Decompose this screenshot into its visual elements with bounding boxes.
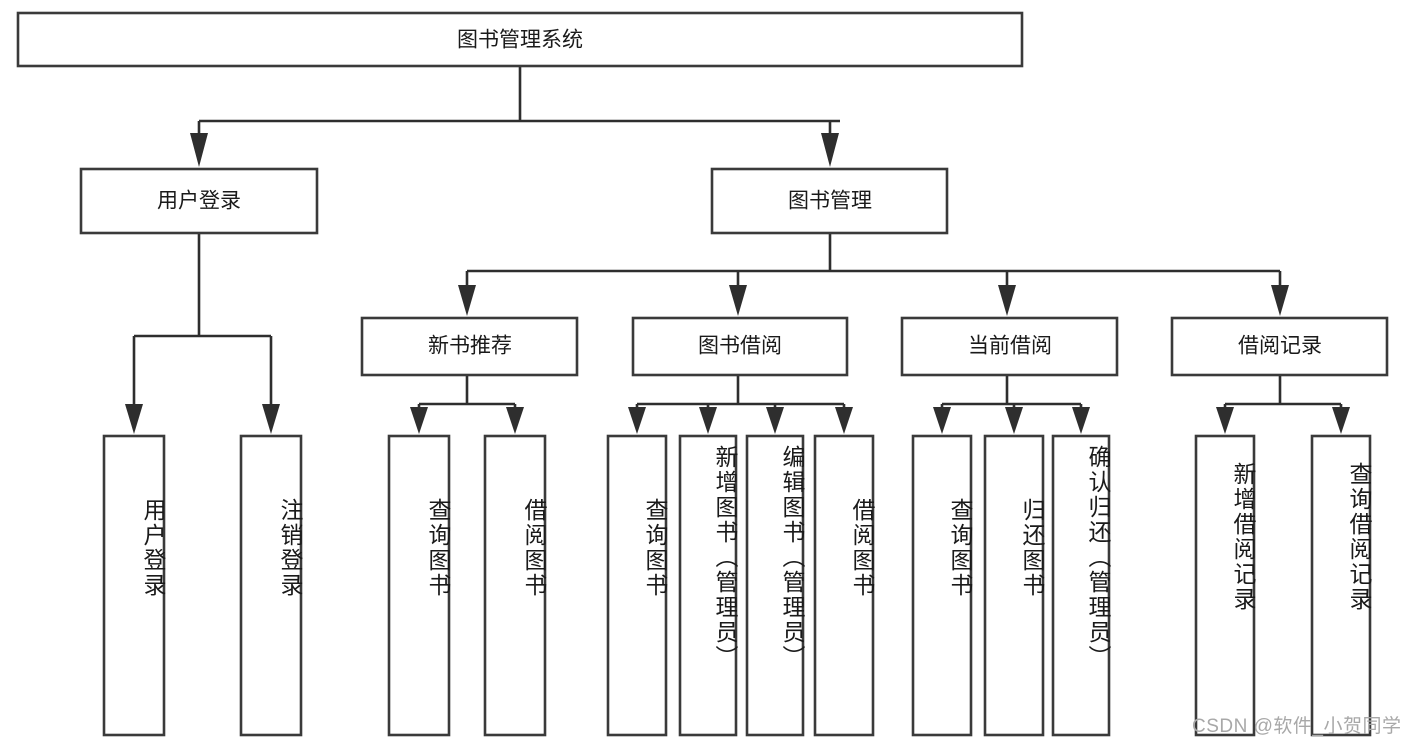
node-root[interactable]: 图书管理系统: [16, 11, 1024, 68]
leaf-add-book-admin-box[interactable]: [678, 434, 738, 737]
leaf-edit-book-admin-box[interactable]: [745, 434, 805, 737]
leaf-query-borrow-record-box[interactable]: [1310, 434, 1372, 737]
nodes-layer: 图书管理系统 用户登录 图书管理 新书推荐 图书借阅 当前: [16, 11, 1389, 737]
node-borrow-record-label: 借阅记录: [1238, 335, 1322, 358]
node-book-borrow[interactable]: 图书借阅: [631, 316, 849, 377]
arrow-head-book-borrow: [729, 285, 747, 316]
arrow-head-rec-borrow-book: [506, 407, 524, 434]
arrow-head-user-login: [190, 133, 208, 167]
arrow-head-query-borrow-record: [1332, 407, 1350, 434]
node-book-borrow-label: 图书借阅: [698, 335, 782, 358]
node-book-manage-label: 图书管理: [788, 190, 872, 213]
arrow-head-borrow-book: [835, 407, 853, 434]
leaf-user-login-box[interactable]: [102, 434, 166, 737]
arrow-head-borrow-query-book: [628, 407, 646, 434]
arrow-head-rec-query-book: [410, 407, 428, 434]
leaf-user-logout-box[interactable]: [239, 434, 303, 737]
node-user-login[interactable]: 用户登录: [79, 167, 319, 235]
leaf-add-borrow-record-box[interactable]: [1194, 434, 1256, 737]
arrow-head-new-book-recommend: [458, 285, 476, 316]
node-current-borrow[interactable]: 当前借阅: [900, 316, 1119, 377]
arrow-head-edit-book-admin: [766, 407, 784, 434]
connectors-layer: [125, 66, 1350, 434]
arrow-head-cur-query-book: [933, 407, 951, 434]
arrow-head-book-manage: [821, 133, 839, 167]
node-current-borrow-box[interactable]: [900, 316, 1119, 377]
node-root-box[interactable]: [16, 11, 1024, 68]
arrow-head-borrow-record: [1271, 285, 1289, 316]
node-new-book-recommend-box[interactable]: [360, 316, 579, 377]
node-book-borrow-box[interactable]: [631, 316, 849, 377]
node-book-manage[interactable]: 图书管理: [710, 167, 949, 235]
leaf-confirm-return-admin-box[interactable]: [1051, 434, 1111, 737]
node-borrow-record-box[interactable]: [1170, 316, 1389, 377]
arrow-head-return-book: [1005, 407, 1023, 434]
leaf-cur-query-book-box[interactable]: [911, 434, 973, 737]
leaf-return-book-box[interactable]: [983, 434, 1045, 737]
node-user-login-label: 用户登录: [157, 190, 241, 213]
node-new-book-recommend-label: 新书推荐: [428, 335, 512, 358]
csdn-watermark: CSDN @软件_小贺同学: [1192, 716, 1402, 737]
arrow-head-leaf-user-logout: [262, 404, 280, 434]
arrow-head-current-borrow: [998, 285, 1016, 316]
node-current-borrow-label: 当前借阅: [968, 335, 1052, 358]
arrow-head-confirm-return-admin: [1072, 407, 1090, 434]
node-new-book-recommend[interactable]: 新书推荐: [360, 316, 579, 377]
arrow-head-add-borrow-record: [1216, 407, 1234, 434]
leaf-rec-query-book-box[interactable]: [387, 434, 451, 737]
node-borrow-record[interactable]: 借阅记录: [1170, 316, 1389, 377]
arrow-head-leaf-user-login: [125, 404, 143, 434]
leaf-borrow-book-box[interactable]: [813, 434, 875, 737]
node-book-manage-box[interactable]: [710, 167, 949, 235]
node-user-login-box[interactable]: [79, 167, 319, 235]
arrow-head-add-book-admin: [699, 407, 717, 434]
node-root-label: 图书管理系统: [457, 29, 583, 52]
leaf-rec-borrow-book-box[interactable]: [483, 434, 547, 737]
leaf-borrow-query-book-box[interactable]: [606, 434, 668, 737]
